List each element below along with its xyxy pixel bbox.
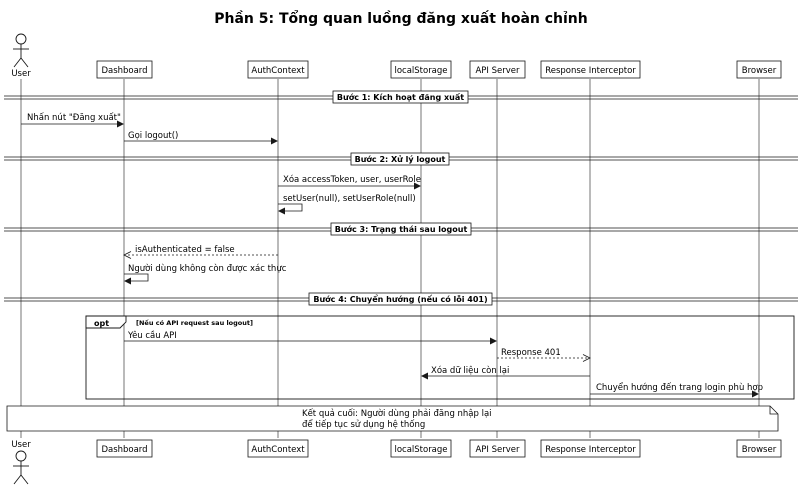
participant-label: API Server xyxy=(475,66,520,76)
participant-label: localStorage xyxy=(394,445,447,455)
message-label: Chuyển hướng đến trang login phù hợp xyxy=(596,382,763,393)
arrow-head-icon xyxy=(582,354,591,362)
message-m6: Người dùng không còn được xác thực xyxy=(124,263,287,285)
lifelines xyxy=(20,79,760,438)
note-line-1: Kết quả cuối: Người dùng phải đăng nhập … xyxy=(302,408,492,419)
participant-label: AuthContext xyxy=(251,445,305,455)
opt-keyword: opt xyxy=(94,319,109,328)
section-label: Bước 3: Trạng thái sau logout xyxy=(335,224,468,234)
section-label: Bước 4: Chuyển hướng (nếu có lỗi 401) xyxy=(313,293,487,304)
participant-label: Response Interceptor xyxy=(545,445,636,455)
participant-interceptor-top: Response Interceptor xyxy=(540,60,641,79)
actor-user-bottom: User xyxy=(11,440,31,485)
participant-dashboard-bottom: Dashboard xyxy=(96,439,153,458)
section-label: Bước 2: Xử lý logout xyxy=(355,154,446,164)
message-label: Người dùng không còn được xác thực xyxy=(128,263,287,274)
message-m10: Chuyển hướng đến trang login phù hợp xyxy=(590,382,763,398)
message-label: Xóa accessToken, user, userRole xyxy=(283,174,421,185)
section-divider-4: Bước 4: Chuyển hướng (nếu có lỗi 401) xyxy=(4,292,798,306)
participant-label: AuthContext xyxy=(251,66,305,76)
message-label: Nhấn nút "Đăng xuất" xyxy=(27,112,121,123)
participant-apiserver-bottom: API Server xyxy=(469,439,526,458)
diagram-title: Phần 5: Tổng quan luồng đăng xuất hoàn c… xyxy=(214,10,588,27)
message-m8: Response 401 xyxy=(497,348,591,362)
participant-browser-bottom: Browser xyxy=(736,439,782,458)
arrow-head-icon xyxy=(278,207,285,215)
actor-head-icon xyxy=(15,33,27,45)
message-m5: isAuthenticated = false xyxy=(123,245,278,259)
arrow-head-icon xyxy=(123,251,132,259)
participant-label: Dashboard xyxy=(101,445,147,455)
message-label: isAuthenticated = false xyxy=(135,245,235,255)
message-m2: Gọi logout() xyxy=(124,131,278,145)
section-label: Bước 1: Kích hoạt đăng xuất xyxy=(337,92,464,102)
arrow-head-icon xyxy=(490,337,497,345)
arrow-head-icon xyxy=(421,372,428,380)
arrow-head-icon xyxy=(414,182,421,190)
participant-localstorage-bottom: localStorage xyxy=(390,439,452,458)
message-m9: Xóa dữ liệu còn lại xyxy=(421,365,590,380)
arrow-head-icon xyxy=(752,390,759,398)
message-m4: setUser(null), setUserRole(null) xyxy=(278,194,416,215)
actor-user-top: User xyxy=(11,33,31,79)
participant-label-user-bottom: User xyxy=(11,440,31,450)
participant-interceptor-bottom: Response Interceptor xyxy=(540,439,641,458)
message-label: Yêu cầu API xyxy=(127,330,177,341)
section-divider-1: Bước 1: Kích hoạt đăng xuất xyxy=(4,90,798,104)
arrow-head-icon xyxy=(124,277,131,285)
opt-condition: [Nếu có API request sau logout] xyxy=(136,318,253,327)
section-divider-2: Bước 2: Xử lý logout xyxy=(4,152,798,166)
message-label: setUser(null), setUserRole(null) xyxy=(283,194,416,204)
participant-label: Browser xyxy=(742,66,777,76)
participant-localstorage-top: localStorage xyxy=(390,60,452,79)
participant-label: Browser xyxy=(742,445,777,455)
arrow-head-icon xyxy=(271,137,278,145)
participant-browser-top: Browser xyxy=(736,60,782,79)
participant-authcontext-top: AuthContext xyxy=(247,60,309,79)
participant-authcontext-bottom: AuthContext xyxy=(247,439,309,458)
message-label: Response 401 xyxy=(501,348,561,358)
participant-label: Dashboard xyxy=(101,66,147,76)
opt-fragment: opt [Nếu có API request sau logout] xyxy=(85,315,795,400)
message-m7: Yêu cầu API xyxy=(124,330,497,345)
actor-head-icon xyxy=(15,450,27,462)
section-divider-3: Bước 3: Trạng thái sau logout xyxy=(4,222,798,236)
participant-dashboard-top: Dashboard xyxy=(96,60,153,79)
participant-label: Response Interceptor xyxy=(545,66,636,76)
participant-apiserver-top: API Server xyxy=(469,60,526,79)
arrow-head-icon xyxy=(117,120,124,128)
result-note: Kết quả cuối: Người dùng phải đăng nhập … xyxy=(6,405,779,432)
note-line-2: để tiếp tục sử dụng hệ thống xyxy=(302,419,425,430)
message-m3: Xóa accessToken, user, userRole xyxy=(278,174,421,190)
message-label: Gọi logout() xyxy=(128,131,178,141)
participant-label: localStorage xyxy=(394,66,447,76)
message-m1: Nhấn nút "Đăng xuất" xyxy=(21,112,124,128)
participant-label: API Server xyxy=(475,445,520,455)
participant-label-user-top: User xyxy=(11,69,31,79)
message-label: Xóa dữ liệu còn lại xyxy=(431,365,509,376)
folded-corner-icon xyxy=(769,406,778,415)
